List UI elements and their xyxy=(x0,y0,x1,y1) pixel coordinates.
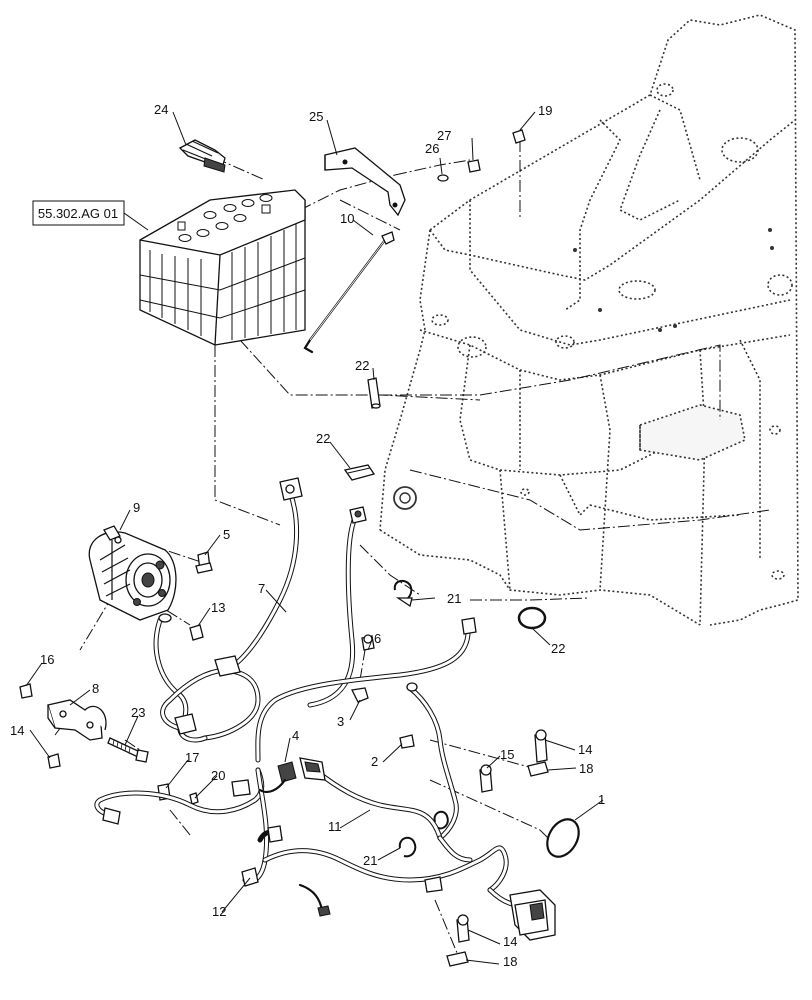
callout-1: 1 xyxy=(598,792,605,807)
callout-16: 16 xyxy=(40,652,54,667)
battery xyxy=(139,189,306,346)
callout-10: 10 xyxy=(340,211,354,226)
callout-27: 27 xyxy=(437,128,451,143)
battery-strap xyxy=(178,139,226,173)
callout-18-upper: 18 xyxy=(579,761,593,776)
callout-22-middle: 22 xyxy=(316,431,330,446)
loader-frame xyxy=(379,14,799,626)
callout-22-right: 22 xyxy=(551,641,565,656)
reference-label-text: 55.302.AG 01 xyxy=(38,206,118,221)
callout-21-lower: 21 xyxy=(363,853,377,868)
callout-20: 20 xyxy=(211,768,225,783)
callout-14-left: 14 xyxy=(10,723,24,738)
callout-9: 9 xyxy=(133,500,140,515)
callout-15: 15 xyxy=(500,747,514,762)
alternator xyxy=(88,525,177,621)
callout-23: 23 xyxy=(131,705,145,720)
callout-21-upper: 21 xyxy=(447,591,461,606)
reference-label: 55.302.AG 01 xyxy=(32,200,149,231)
callout-6: 6 xyxy=(374,631,381,646)
alternator-bracket xyxy=(47,699,107,741)
wire-harness xyxy=(94,617,556,941)
callout-11: 11 xyxy=(328,819,342,834)
callout-19: 19 xyxy=(538,103,552,118)
callout-14-right-lower: 14 xyxy=(503,934,517,949)
callout-7: 7 xyxy=(258,581,265,596)
callout-8: 8 xyxy=(92,681,99,696)
callout-13: 13 xyxy=(211,600,225,615)
battery-bracket xyxy=(324,147,406,217)
callout-24: 24 xyxy=(154,102,168,117)
callout-22-upper: 22 xyxy=(355,358,369,373)
callout-25: 25 xyxy=(309,109,323,124)
hardware xyxy=(19,129,580,967)
battery-cable xyxy=(153,477,367,743)
leader-lines xyxy=(25,111,604,965)
callout-26: 26 xyxy=(425,141,439,156)
callout-12: 12 xyxy=(212,904,226,919)
callout-3: 3 xyxy=(337,714,344,729)
callout-5: 5 xyxy=(223,527,230,542)
callout-14-right-upper: 14 xyxy=(578,742,592,757)
callout-2: 2 xyxy=(371,754,378,769)
callout-18-lower: 18 xyxy=(503,954,517,969)
hold-down-rod xyxy=(303,231,395,354)
callout-4: 4 xyxy=(292,728,299,743)
bolt xyxy=(107,737,149,763)
callout-17: 17 xyxy=(185,750,199,765)
callout-numbers: 1 2 3 4 5 6 7 8 9 10 11 12 13 14 14 14 1… xyxy=(10,102,605,969)
